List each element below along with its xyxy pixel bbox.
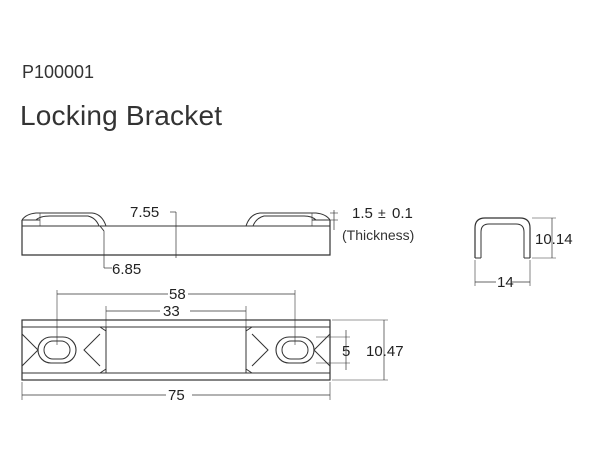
thickness-note: (Thickness) [342, 227, 414, 243]
top-view [21, 290, 388, 400]
width-label: 14 [497, 274, 514, 291]
depth-lower-label: 6.85 [112, 261, 141, 278]
thickness-tolerance-sign: ± [378, 205, 386, 221]
side-view [21, 210, 338, 269]
total-length-label: 75 [168, 387, 185, 404]
slot-length-label: 33 [163, 303, 180, 320]
height-label: 10.14 [535, 231, 573, 248]
thickness-label: 1.5 [352, 205, 373, 222]
end-view [474, 217, 556, 286]
thickness-tolerance-value: 0.1 [392, 205, 413, 222]
total-width-label: 10.47 [366, 343, 404, 360]
hole-spacing-label: 58 [169, 286, 186, 303]
part-number: P100001 [22, 62, 95, 82]
depth-upper-label: 7.55 [130, 204, 159, 221]
slot-width-label: 5 [342, 343, 350, 360]
part-title: Locking Bracket [20, 100, 223, 131]
